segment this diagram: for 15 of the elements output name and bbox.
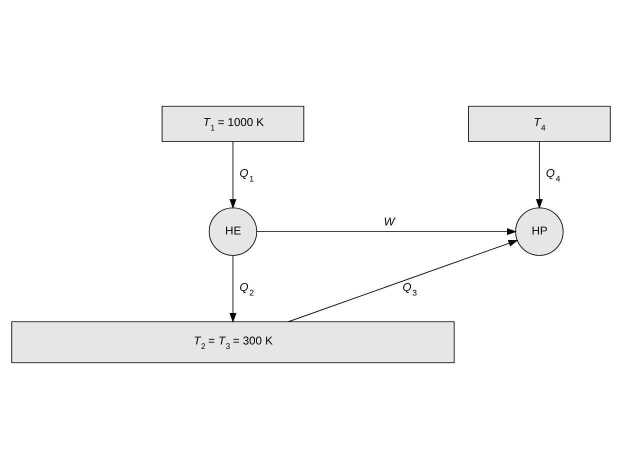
edge-label: W [384, 216, 395, 228]
node-box: T$_{4}$ [468, 105, 611, 142]
edge-label: Q$_{4}$ [546, 167, 560, 183]
edge-label: Q$_{1}$ [240, 167, 254, 183]
node-box: T$_{1}$ = 1000 K [162, 105, 304, 142]
node-circle: HE [208, 206, 258, 256]
arrow [288, 239, 518, 322]
arrow [230, 254, 236, 322]
edge-label: Q$_{3}$ [402, 281, 417, 297]
arrow [536, 140, 543, 208]
node-circle: HP [515, 206, 564, 256]
node-box: T$_{2}$ = T$_{3}$ = 300 K [11, 320, 455, 363]
arrow [230, 140, 236, 208]
arrow [256, 228, 517, 235]
edge-label: Q$_{2}$ [240, 281, 254, 297]
